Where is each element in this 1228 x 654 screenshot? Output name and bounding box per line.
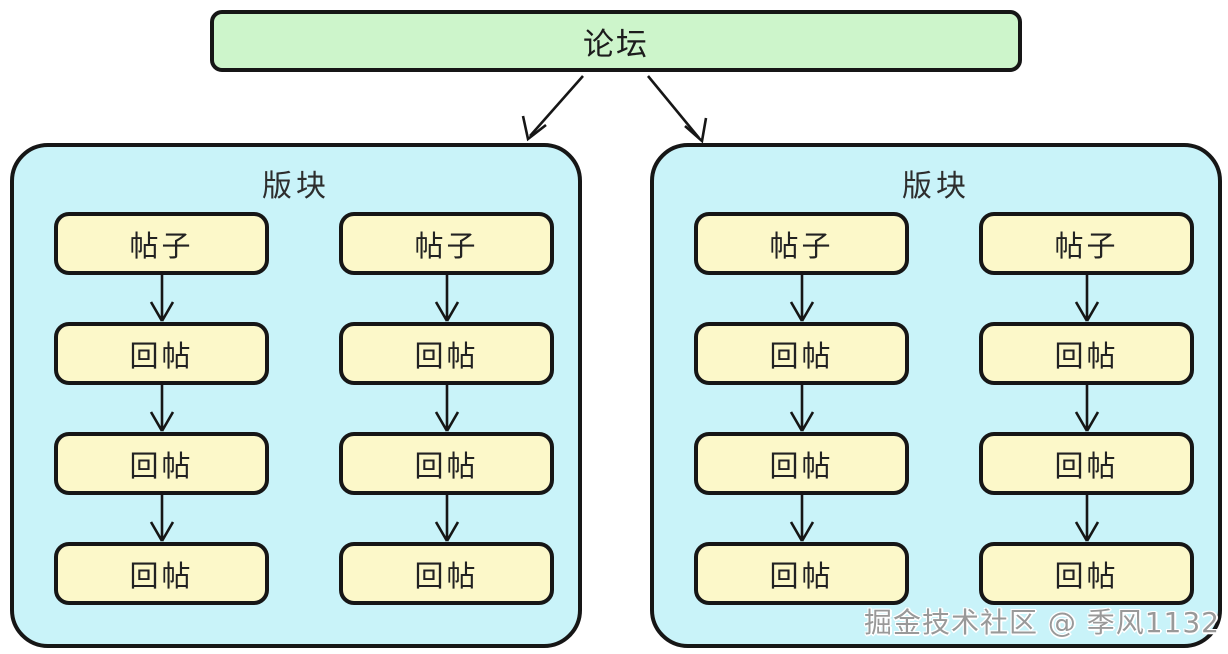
arrow-down-icon: [1074, 385, 1099, 432]
reply-node: 回帖: [54, 322, 269, 385]
post-label: 帖子: [129, 228, 194, 263]
reply-label: 回帖: [769, 558, 834, 593]
post-node: 帖子: [339, 212, 554, 275]
thread-column: 帖子 回帖 回帖 回帖: [54, 212, 269, 605]
watermark: 掘金技术社区 @ 季风1132: [863, 606, 1220, 639]
arrow-down-icon: [789, 275, 814, 322]
arrow-down-icon: [434, 385, 459, 432]
section-title: 版块: [902, 169, 970, 204]
arrow-down-icon: [149, 385, 174, 432]
edge-forum-to-right-section: [646, 75, 701, 139]
post-node: 帖子: [54, 212, 269, 275]
post-node: 帖子: [694, 212, 909, 275]
arrowhead-right-icon: [684, 117, 708, 144]
reply-label: 回帖: [129, 448, 194, 483]
thread-column: 帖子 回帖 回帖 回帖: [339, 212, 554, 605]
reply-label: 回帖: [129, 338, 194, 373]
reply-node: 回帖: [979, 542, 1194, 605]
reply-node: 回帖: [979, 432, 1194, 495]
reply-node: 回帖: [339, 542, 554, 605]
arrow-down-icon: [434, 275, 459, 322]
reply-node: 回帖: [694, 542, 909, 605]
forum-node: 论坛: [210, 10, 1022, 72]
reply-label: 回帖: [414, 558, 479, 593]
reply-node: 回帖: [339, 322, 554, 385]
reply-label: 回帖: [1054, 448, 1119, 483]
arrow-down-icon: [789, 495, 814, 542]
reply-node: 回帖: [694, 322, 909, 385]
reply-label: 回帖: [414, 338, 479, 373]
post-label: 帖子: [1054, 228, 1119, 263]
post-label: 帖子: [769, 228, 834, 263]
arrow-down-icon: [434, 495, 459, 542]
thread-column: 帖子 回帖 回帖 回帖: [694, 212, 909, 605]
arrow-down-icon: [1074, 495, 1099, 542]
reply-node: 回帖: [979, 322, 1194, 385]
reply-label: 回帖: [414, 448, 479, 483]
reply-node: 回帖: [54, 542, 269, 605]
reply-label: 回帖: [769, 448, 834, 483]
thread-column: 帖子 回帖 回帖 回帖: [979, 212, 1194, 605]
arrowhead-left-icon: [521, 115, 547, 142]
forum-label: 论坛: [583, 26, 649, 63]
section-node-left: 版块 帖子 回帖 回帖 回帖 帖子 回帖 回帖 回帖: [10, 143, 582, 648]
edge-forum-to-left-section: [529, 75, 584, 137]
reply-label: 回帖: [1054, 558, 1119, 593]
section-title: 版块: [262, 169, 330, 204]
reply-node: 回帖: [54, 432, 269, 495]
reply-node: 回帖: [339, 432, 554, 495]
reply-node: 回帖: [694, 432, 909, 495]
reply-label: 回帖: [769, 338, 834, 373]
arrow-down-icon: [1074, 275, 1099, 322]
arrow-down-icon: [149, 495, 174, 542]
reply-label: 回帖: [1054, 338, 1119, 373]
reply-label: 回帖: [129, 558, 194, 593]
arrow-down-icon: [789, 385, 814, 432]
arrow-down-icon: [149, 275, 174, 322]
post-label: 帖子: [414, 228, 479, 263]
section-node-right: 版块 帖子 回帖 回帖 回帖 帖子 回帖 回帖 回帖: [650, 143, 1222, 648]
post-node: 帖子: [979, 212, 1194, 275]
